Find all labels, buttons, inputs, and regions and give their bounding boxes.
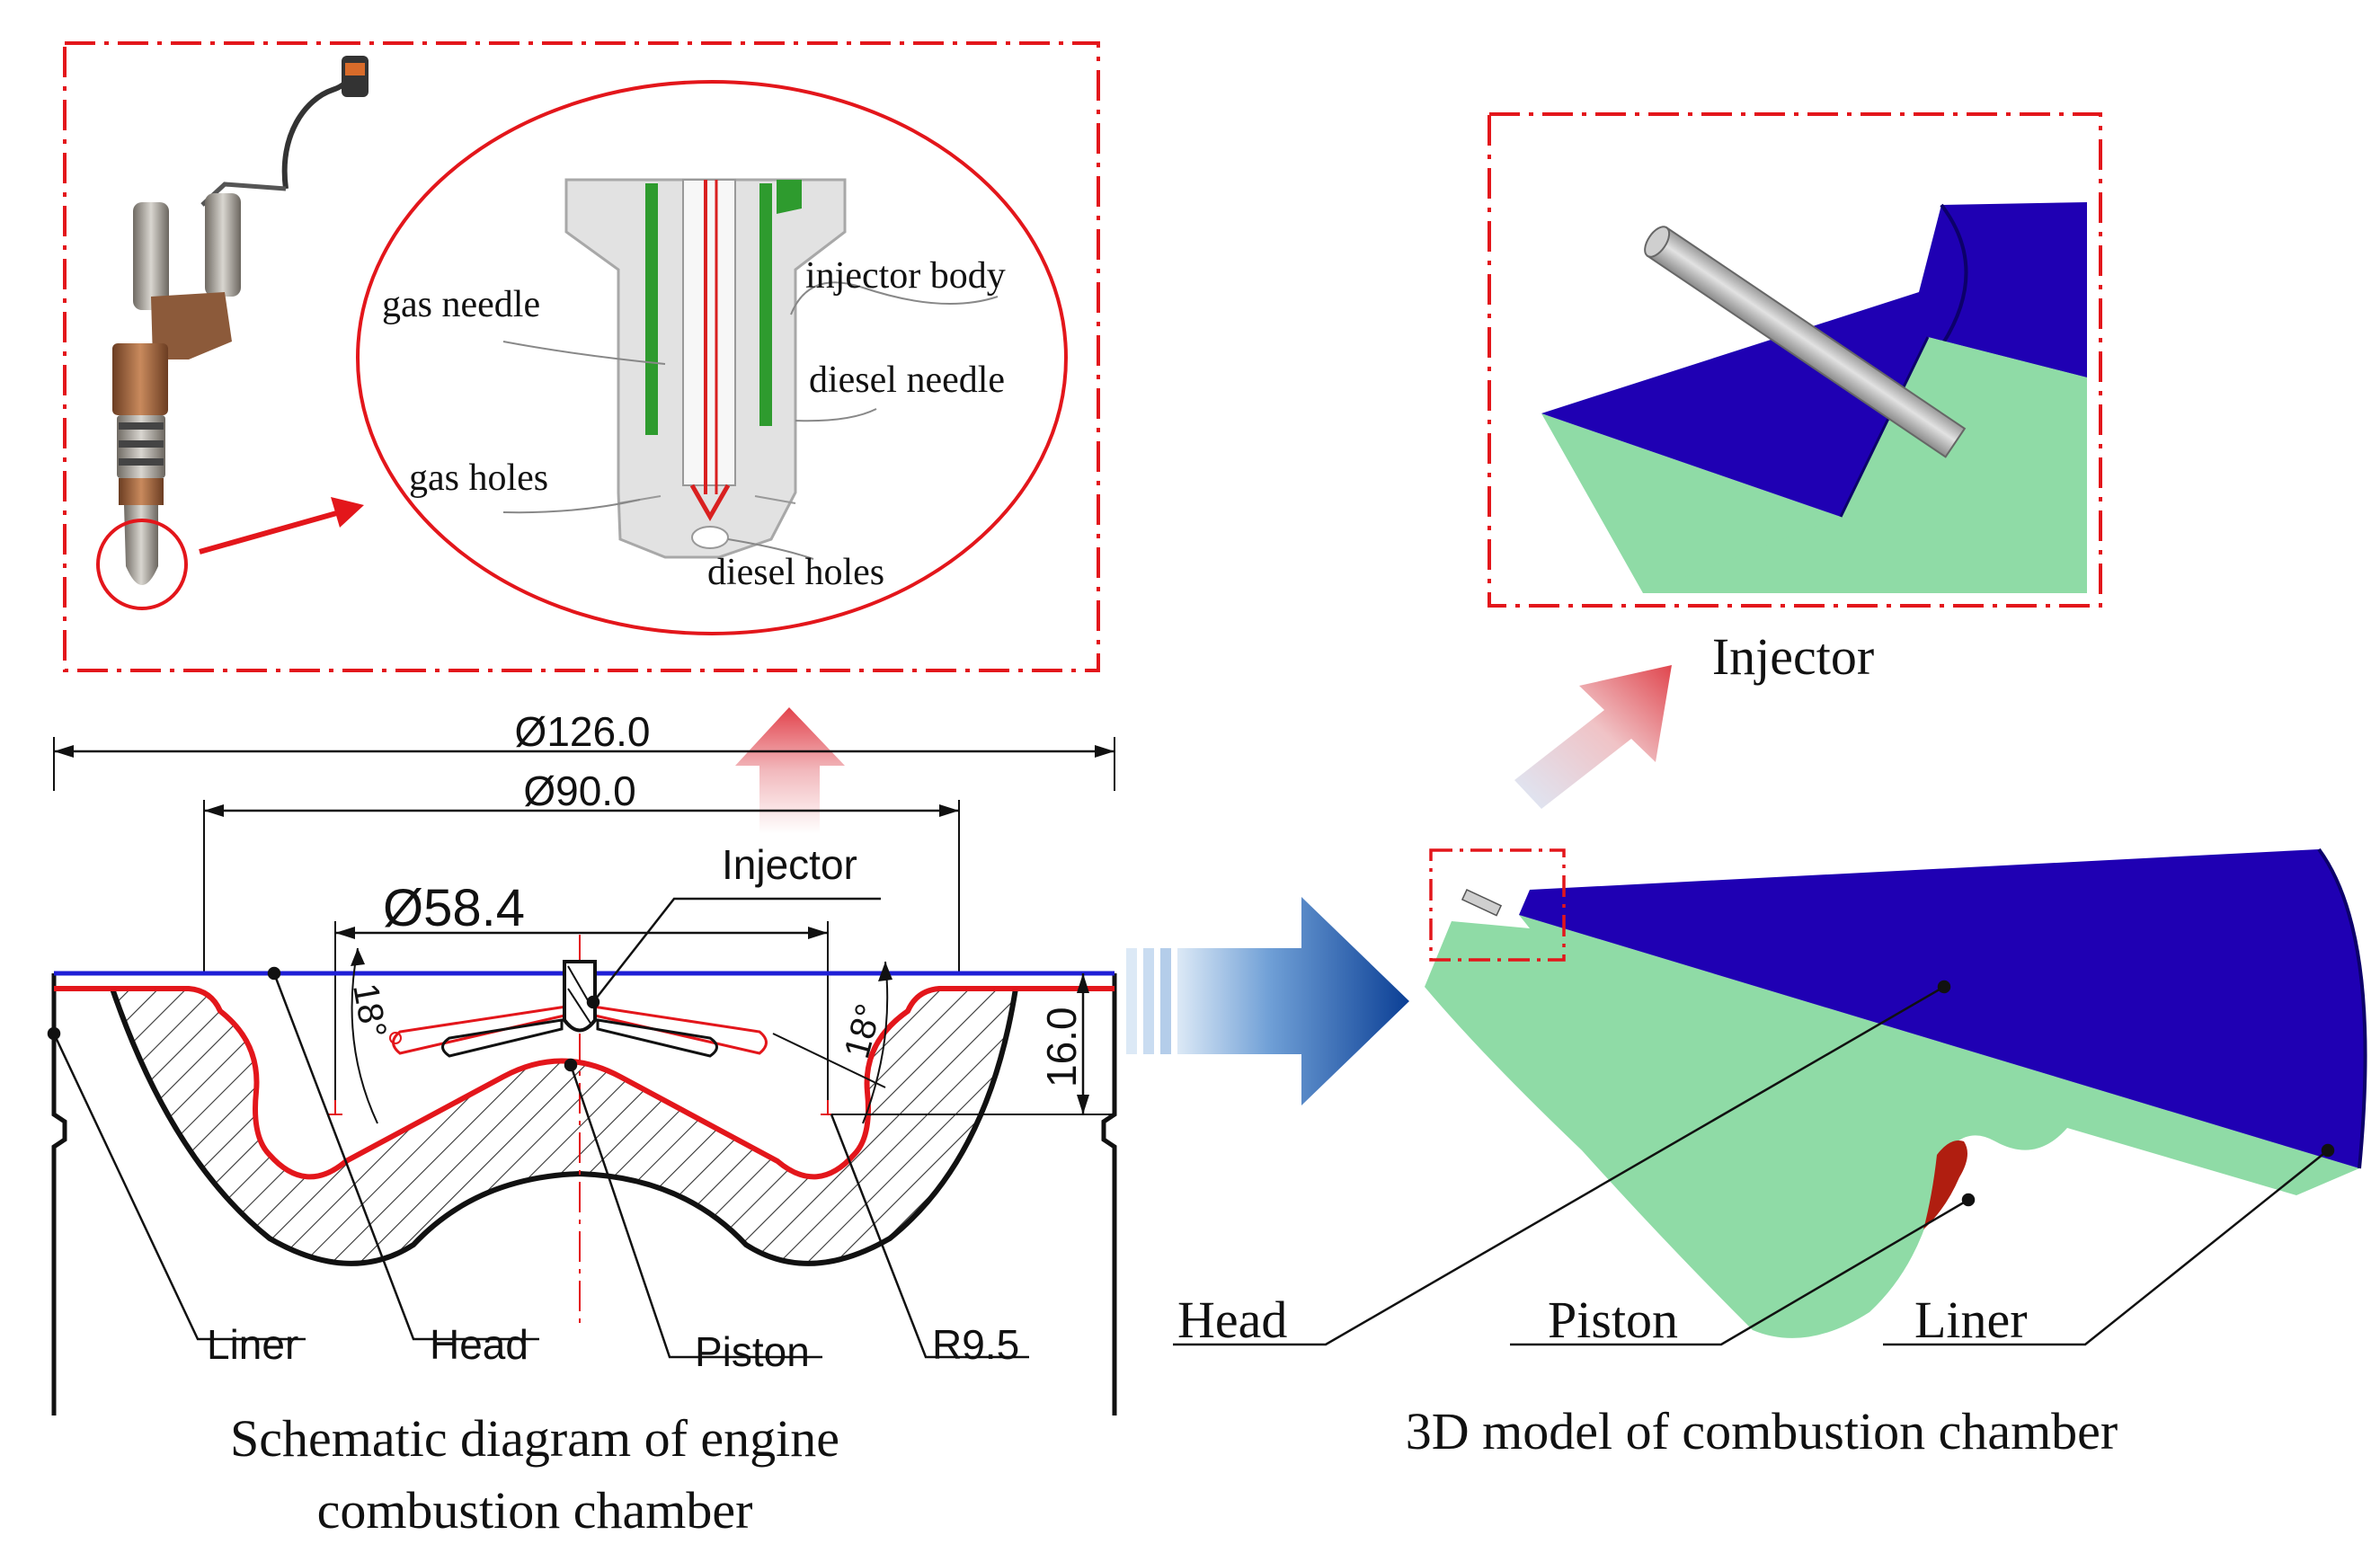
spray-right-diesel bbox=[596, 1018, 718, 1058]
combustion-chamber-model: Head Piston Liner bbox=[1173, 847, 2367, 1349]
cylinder-head-3d bbox=[1519, 849, 2366, 1168]
injector-inset-frame bbox=[1488, 112, 2102, 608]
height-16-label: 16.0 bbox=[1038, 1007, 1085, 1087]
model-piston-label: Piston bbox=[1548, 1291, 1678, 1349]
model-head-label: Head bbox=[1177, 1291, 1287, 1349]
schematic-r95-label: R9.5 bbox=[932, 1321, 1019, 1368]
piston-section bbox=[112, 989, 1016, 1264]
nozzle-cross-section bbox=[564, 178, 847, 559]
schematic-caption-line1: Schematic diagram of engine bbox=[230, 1409, 839, 1468]
schematic-injector-tip bbox=[563, 960, 597, 1033]
piston-body-3d bbox=[1425, 915, 2359, 1338]
spray-left-diesel bbox=[441, 1018, 564, 1058]
dimension-58-label: Ø58.4 bbox=[383, 879, 525, 937]
magnify-arrowhead bbox=[331, 497, 364, 528]
schematic-caption-line2: combustion chamber bbox=[317, 1481, 753, 1540]
nozzle-leader-lines bbox=[502, 281, 999, 560]
liner-left-wall bbox=[51, 973, 67, 1415]
schematic-head-label: Head bbox=[430, 1321, 528, 1368]
injector-body-label: injector body bbox=[805, 255, 1006, 297]
injector-photo-illustration bbox=[112, 56, 369, 585]
dimension-90-label: Ø90.0 bbox=[523, 768, 635, 814]
model-caption: 3D model of combustion chamber bbox=[1406, 1402, 2118, 1460]
injector-tip-highlight bbox=[96, 519, 188, 610]
zoom-up-arrow bbox=[735, 707, 845, 834]
model-liner-label: Liner bbox=[1914, 1291, 2028, 1349]
spray-right-gas bbox=[591, 1005, 768, 1055]
injector-detail-frame bbox=[63, 41, 1100, 672]
model-3d-panel: Injector Head Piston Liner 3D model of c bbox=[1173, 112, 2367, 1460]
schematic-piston-label: Piston bbox=[695, 1328, 810, 1375]
inset-injector-caption: Injector bbox=[1712, 627, 1874, 686]
schematic-leader-lines bbox=[47, 897, 1029, 1359]
schematic-injector-label: Injector bbox=[722, 841, 857, 888]
diesel-needle-label: diesel needle bbox=[809, 359, 1005, 401]
zoom-diagonal-arrow bbox=[1514, 665, 1672, 809]
piston-top-red-profile bbox=[54, 986, 1115, 1180]
gas-needle-label: gas needle bbox=[382, 284, 540, 325]
injector-inset-model bbox=[1541, 202, 2087, 593]
injector-detail-panel: gas needle gas holes injector body diese… bbox=[63, 41, 1100, 672]
liner-3d bbox=[1923, 1140, 1967, 1229]
nozzle-magnified-ellipse bbox=[356, 80, 1068, 635]
angle-left-label: 18° bbox=[345, 981, 394, 1041]
angle-arc-left bbox=[351, 947, 378, 1124]
injector-zoom-box bbox=[1429, 848, 1566, 962]
angle-arc-right bbox=[862, 961, 889, 1124]
liner-right-wall bbox=[1101, 973, 1117, 1415]
schematic-liner-label: Liner bbox=[207, 1321, 298, 1368]
schematic-diagram: Ø126.0 Ø90.0 Ø58.4 bbox=[47, 708, 1117, 1540]
spray-left-gas bbox=[392, 1005, 568, 1055]
transition-arrow bbox=[1126, 897, 1409, 1105]
diesel-holes-label: diesel holes bbox=[707, 552, 884, 593]
magnify-arrow-line bbox=[199, 510, 341, 555]
dimension-126-label: Ø126.0 bbox=[515, 708, 651, 755]
gas-holes-label: gas holes bbox=[409, 457, 548, 499]
